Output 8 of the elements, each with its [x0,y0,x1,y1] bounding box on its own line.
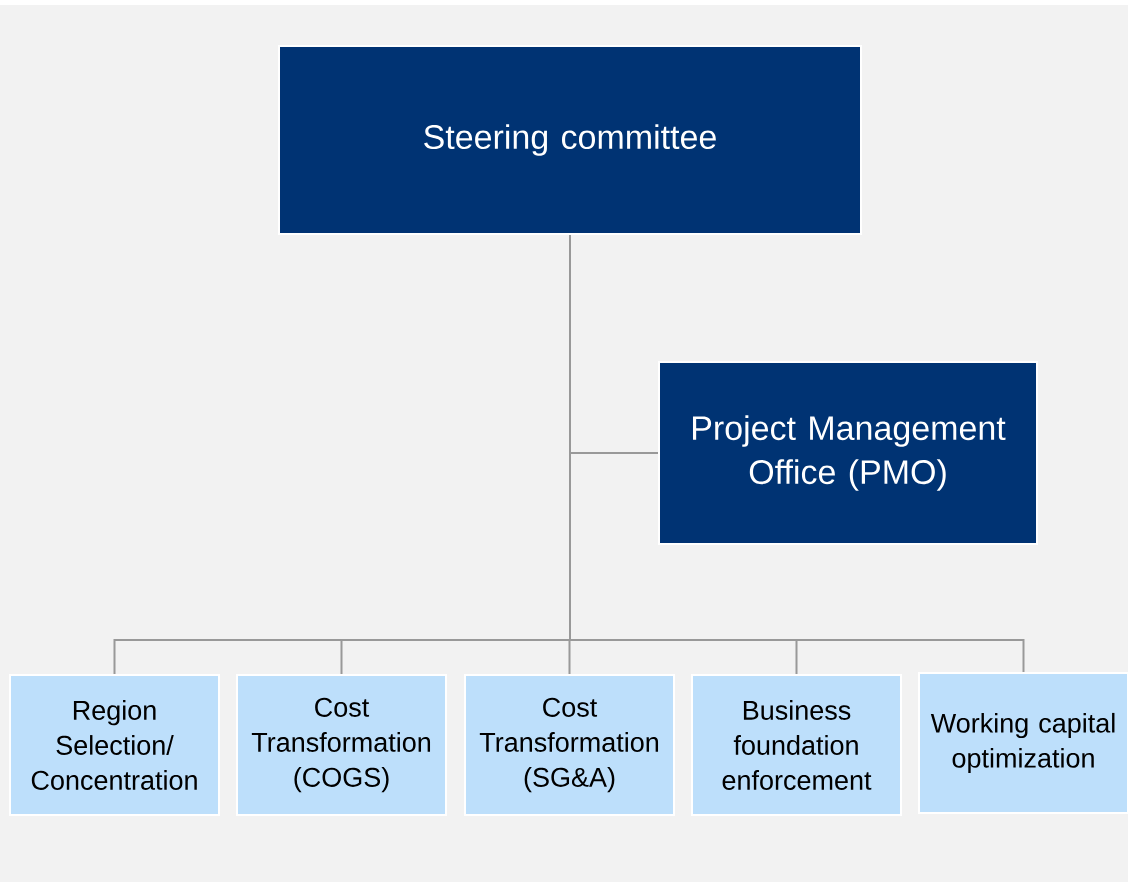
team-box: Working capital optimization [918,672,1128,814]
team-box: Cost Transformation (SG&A) [464,674,675,816]
team-box: Region Selection/ Concentration [9,674,220,816]
team-box: Business foundation enforcement [691,674,902,816]
team-box: Cost Transformation (COGS) [236,674,447,816]
header-box: Steering committee [278,45,862,235]
office-box: Project Management Office (PMO) [658,361,1038,545]
connector-line [569,234,1025,673]
